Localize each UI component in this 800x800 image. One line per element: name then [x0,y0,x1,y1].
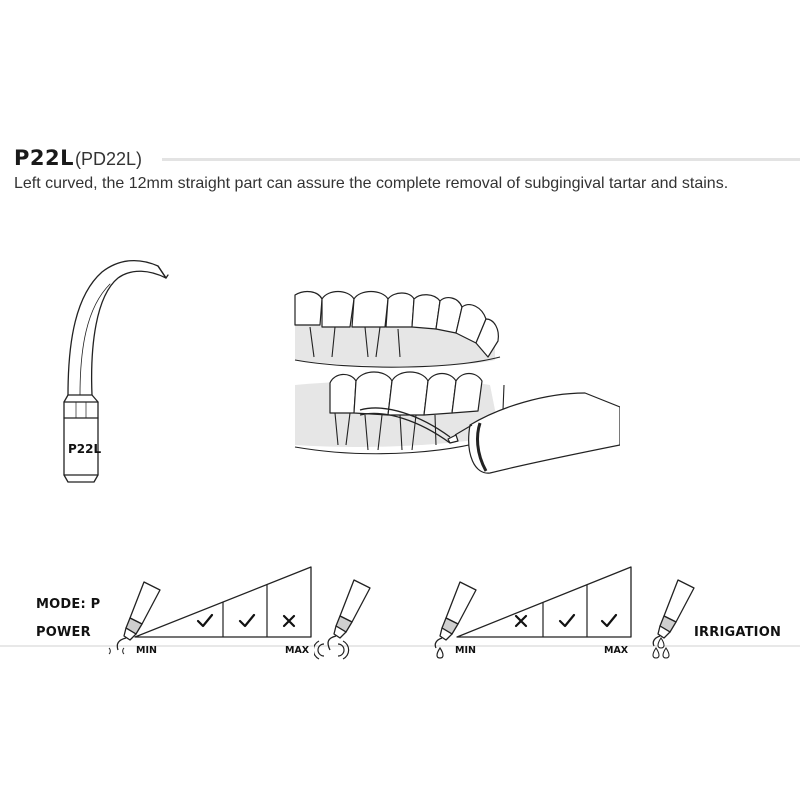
irrigation-level-triangle [456,566,632,638]
power-min-label: MIN [136,645,157,656]
irrigation-max-icon [652,579,695,659]
cross-icon [514,614,528,628]
check-icon [196,613,214,628]
scaler-tip-illustration [63,260,169,483]
many-drops-icon [652,637,670,659]
vibration-icon [108,647,111,655]
check-icon [238,613,256,628]
strong-vibration-icon [314,640,350,660]
handpiece-max-icon [314,579,371,660]
power-label: POWER [36,625,91,640]
irrigation-handpiece-icon [434,581,477,659]
description: Left curved, the 12mm straight part can … [14,175,729,192]
irrigation-max-label: MAX [604,645,629,656]
irrigation-label: IRRIGATION [694,625,782,640]
mode-label: MODE: P [36,597,101,612]
model-name: P22L [14,146,74,170]
power-max-label: MAX [285,645,310,656]
water-drop-icon [436,646,444,659]
irrigation-min-label: MIN [455,645,476,656]
bottom-divider [0,645,800,647]
title-row: P22L (PD22L) [14,146,142,170]
check-icon [558,613,576,628]
teeth-illustration [294,290,620,474]
power-level-triangle [134,566,312,638]
tip-label: P22L [68,442,102,456]
title-divider [162,158,800,161]
check-icon [600,613,618,628]
alt-model-name: (PD22L) [75,149,143,169]
cross-icon [282,614,296,628]
handpiece-icon [108,581,161,655]
